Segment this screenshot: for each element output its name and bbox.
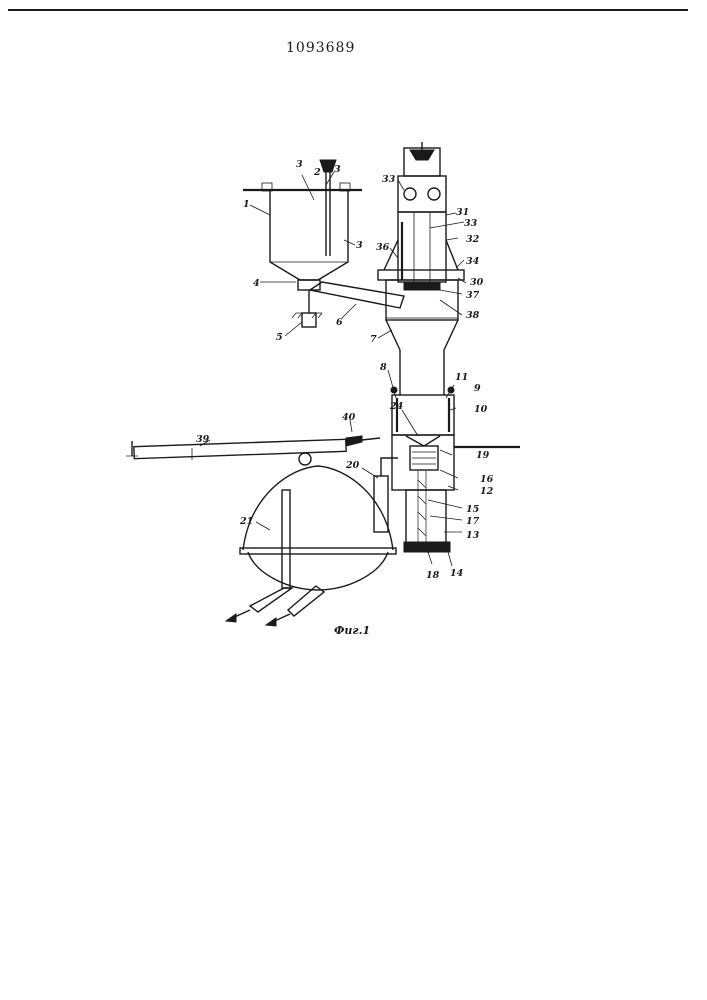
- callout-32: 32: [466, 234, 480, 245]
- callout-30: 30: [470, 277, 484, 288]
- lever-arm: [126, 436, 380, 465]
- callout-38: 38: [466, 310, 480, 321]
- callout-1: 1: [243, 199, 250, 210]
- callout-3: 3: [356, 240, 363, 251]
- collecting-vessel: [226, 458, 398, 626]
- callout-16: 16: [480, 474, 494, 485]
- callout-10: 10: [474, 404, 488, 415]
- callout-2: 2: [313, 167, 321, 178]
- callout-8: 8: [380, 362, 387, 373]
- callout-37: 37: [466, 290, 480, 301]
- callout-5: 5: [276, 332, 283, 343]
- figure-caption: Фиг.1: [334, 624, 370, 637]
- callout-14: 14: [450, 568, 463, 579]
- callout-9: 9: [474, 383, 481, 394]
- callout-15: 15: [466, 504, 480, 515]
- callout-12: 12: [480, 486, 494, 497]
- callout-33: 33: [382, 174, 396, 185]
- callout-6: 6: [336, 317, 343, 328]
- callout-20: 20: [345, 460, 360, 471]
- callout-19: 19: [476, 450, 490, 461]
- callout-34: 34: [466, 256, 479, 267]
- callout-31: 31: [456, 207, 469, 218]
- callout-11: 11: [455, 372, 468, 383]
- callout-33: 33: [464, 218, 478, 229]
- callout-21: 21: [239, 516, 253, 527]
- callout-7: 7: [370, 334, 377, 345]
- callout-39: 39: [196, 434, 210, 445]
- callout-3: 3: [296, 159, 303, 170]
- callout-3: 3: [334, 164, 341, 175]
- column-assembly: [378, 142, 520, 552]
- callout-40: 40: [342, 412, 356, 423]
- callout-13: 13: [466, 530, 480, 541]
- callout-17: 17: [466, 516, 480, 527]
- callout-24: 24: [389, 401, 403, 412]
- callout-4: 4: [253, 278, 260, 289]
- callout-36: 36: [376, 242, 390, 253]
- callout-18: 18: [426, 570, 440, 581]
